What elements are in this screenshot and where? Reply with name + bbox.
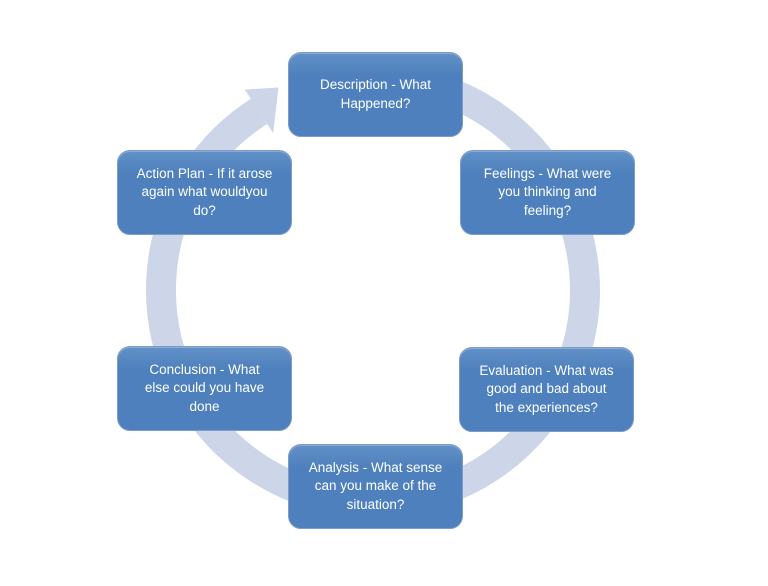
cycle-step-action-plan: Action Plan - If it arose again what wou… bbox=[117, 150, 292, 235]
cycle-step-label: Analysis - What sense can you make of th… bbox=[308, 459, 443, 512]
cycle-step-label: Description - What Happened? bbox=[319, 76, 432, 111]
cycle-step-feelings: Feelings - What were you thinking and fe… bbox=[460, 150, 635, 235]
cycle-step-conclusion: Conclusion - What else could you have do… bbox=[117, 346, 292, 431]
cycle-step-analysis: Analysis - What sense can you make of th… bbox=[288, 444, 463, 529]
cycle-step-label: Action Plan - If it arose again what wou… bbox=[136, 165, 273, 218]
cycle-step-label: Conclusion - What else could you have do… bbox=[144, 361, 265, 414]
cycle-step-label: Feelings - What were you thinking and fe… bbox=[483, 165, 612, 218]
cycle-arrowhead-icon bbox=[244, 87, 279, 134]
cycle-step-label: Evaluation - What was good and bad about… bbox=[479, 362, 614, 415]
cycle-step-description: Description - What Happened? bbox=[288, 52, 463, 137]
cycle-arrow-band bbox=[146, 63, 600, 518]
cycle-step-evaluation: Evaluation - What was good and bad about… bbox=[459, 347, 634, 432]
